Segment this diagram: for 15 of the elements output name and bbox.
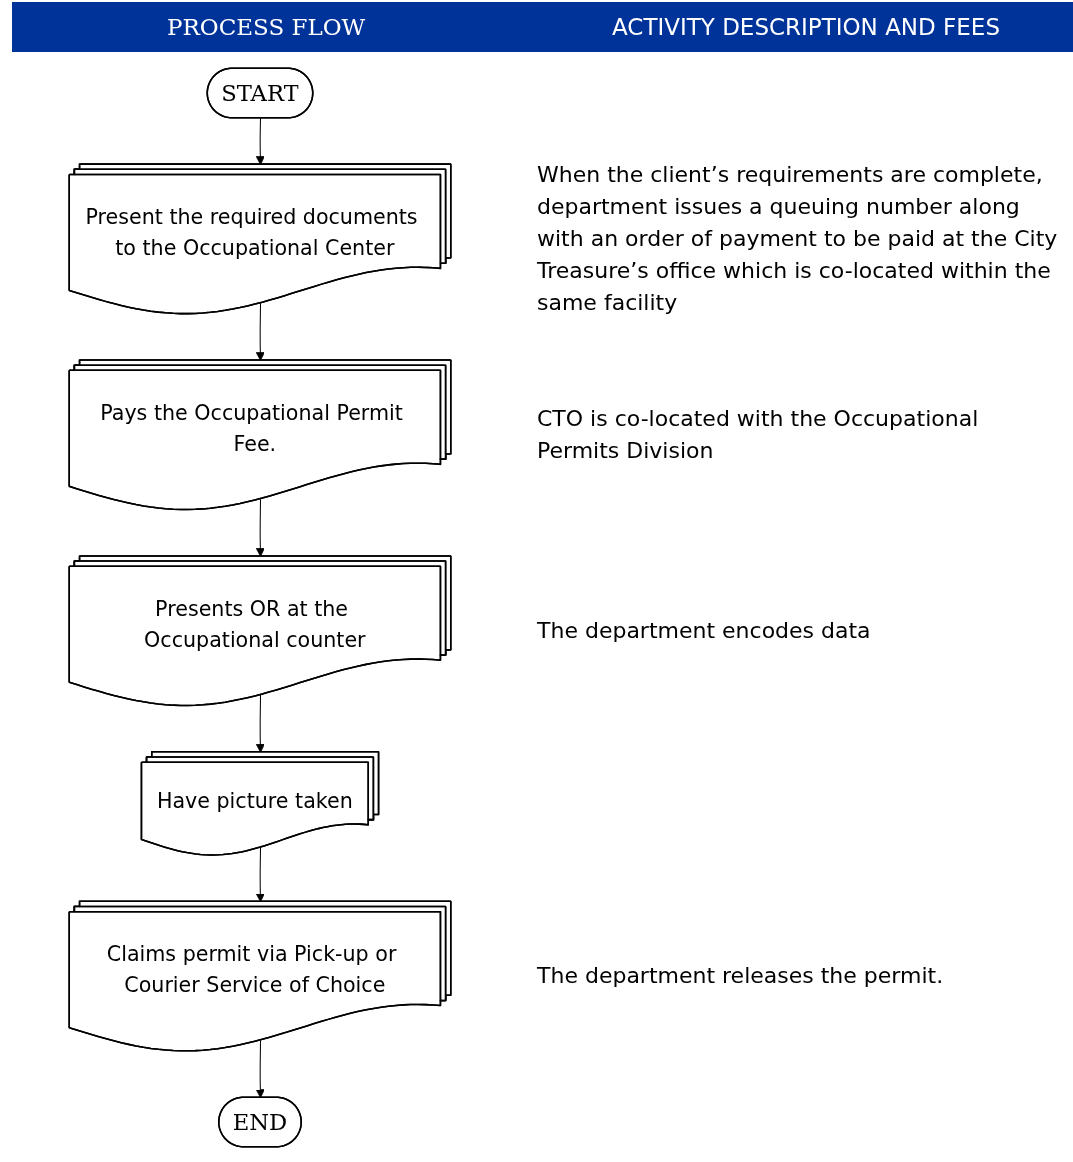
multi-document-box: Have picture taken <box>140 751 380 856</box>
activity-description: CTO is co-located with the Occupational Permits Division <box>537 404 980 465</box>
multi-document-box: Present the required documents to the Occupational Center <box>68 163 452 315</box>
multi-document-box: Claims permit via Pick-up or Courier Service of Choice <box>68 900 452 1052</box>
activity-description: When the client’s requirements are complete, department issues a queuing number along with an order of payment to be paid at the City Treasure’s office which is co-located within the same facility <box>537 160 1059 317</box>
multi-document-box: Pays the Occupational Permit Fee. <box>68 359 452 511</box>
terminal-node: START <box>206 67 314 119</box>
activity-description: The department releases the permit. <box>537 962 945 991</box>
column-heading: PROCESS FLOW <box>167 14 366 40</box>
multi-document-box: Presents OR at the Occupational counter <box>68 555 452 707</box>
column-heading: ACTIVITY DESCRIPTION AND FEES <box>612 14 1000 40</box>
arrow <box>255 302 265 361</box>
arrow <box>255 1039 265 1099</box>
terminal-node: END <box>218 1096 302 1148</box>
activity-description: The department encodes data <box>537 616 872 645</box>
